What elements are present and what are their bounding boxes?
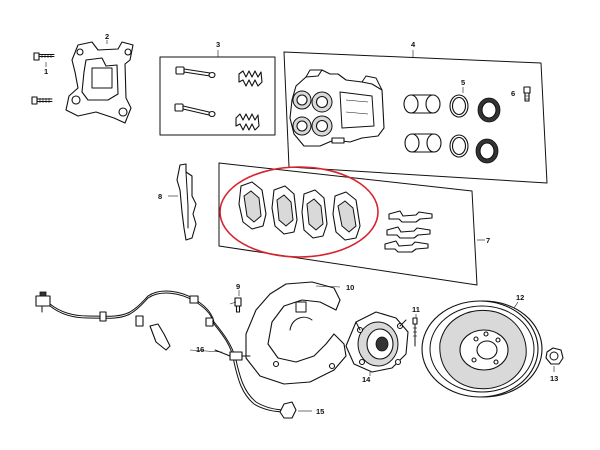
highlight-ring — [219, 166, 379, 258]
part-15-16-wheel-speed-sensor — [35, 290, 312, 419]
callout-6: 6 — [511, 89, 515, 98]
part-10-dust-shield — [245, 281, 347, 385]
part-9-bolt — [234, 290, 242, 313]
part-1-caliper-bolts — [31, 52, 55, 105]
leader-lines — [189, 301, 417, 376]
part-4-caliper-assembly — [283, 50, 548, 184]
callout-10: 10 — [346, 283, 354, 292]
callout-16: 16 — [196, 345, 204, 354]
part-3-slide-pins-boots — [159, 50, 276, 136]
part-12-brake-rotor — [421, 300, 543, 398]
callout-4: 4 — [411, 40, 416, 49]
part-7-brake-pad-kit — [218, 162, 485, 286]
callout-5: 5 — [461, 78, 465, 87]
part-14-hub-bearing — [345, 311, 409, 373]
part-6-bleeder-screw — [523, 86, 531, 102]
callout-2: 2 — [105, 32, 109, 41]
callout-14: 14 — [362, 375, 371, 384]
part-2-caliper-bracket — [65, 40, 134, 124]
callout-1: 1 — [44, 67, 48, 76]
callout-13: 13 — [550, 374, 558, 383]
part-13-lug-nut — [545, 347, 564, 372]
callout-7: 7 — [486, 236, 490, 245]
callout-8: 8 — [158, 192, 162, 201]
callout-12: 12 — [516, 293, 524, 302]
part-8-anti-rattle-clip — [168, 163, 197, 241]
callout-11: 11 — [412, 305, 420, 314]
part-11-wheel-stud — [412, 317, 418, 347]
callout-3: 3 — [216, 40, 220, 49]
callout-9: 9 — [236, 282, 240, 291]
callout-15: 15 — [316, 407, 324, 416]
part-5-pistons-seals — [403, 87, 501, 164]
